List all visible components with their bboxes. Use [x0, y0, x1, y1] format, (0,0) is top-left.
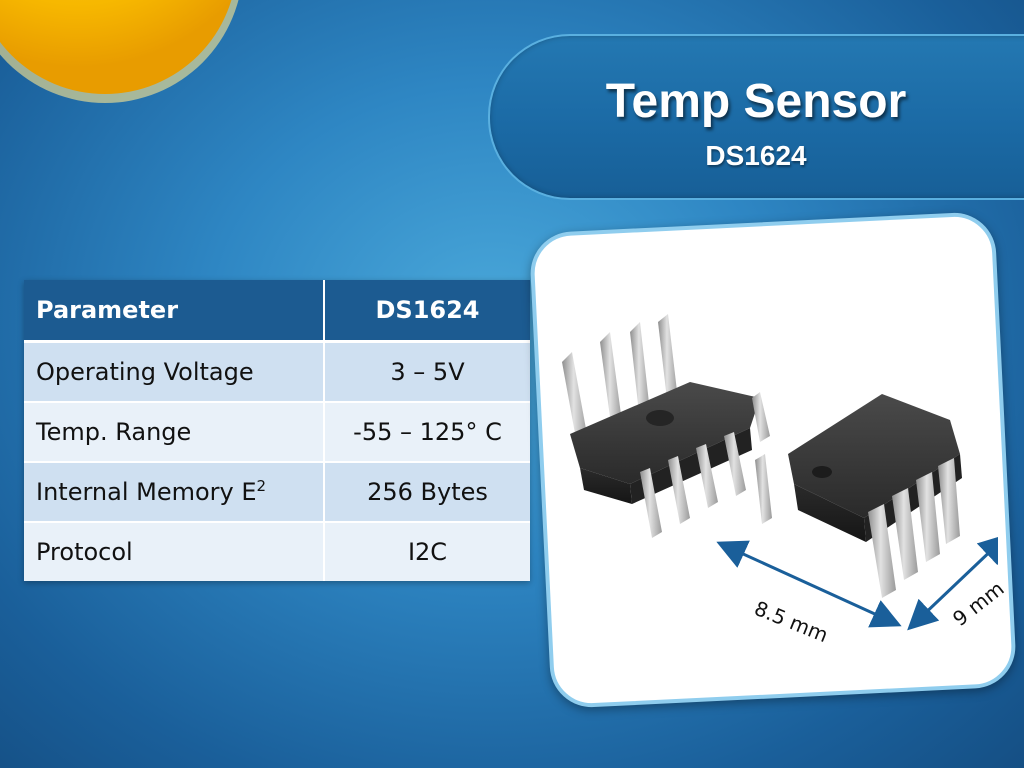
param-cell: Internal Memory E2	[24, 461, 324, 522]
value-cell: 3 – 5V	[323, 340, 530, 402]
slide-subtitle: DS1624	[705, 140, 807, 171]
ic-chip-photo	[562, 314, 998, 631]
table-row: Temp. Range -55 – 125° C	[24, 401, 530, 462]
table-row: Internal Memory E2 256 Bytes	[24, 461, 530, 522]
dimension-arrow-length	[716, 540, 902, 628]
param-cell: Temp. Range	[24, 401, 324, 462]
table-row: Operating Voltage 3 – 5V	[24, 340, 530, 402]
value-cell: I2C	[323, 521, 530, 581]
param-cell: Protocol	[24, 521, 324, 581]
value-cell: 256 Bytes	[323, 461, 530, 522]
chip-left	[562, 314, 770, 538]
spec-table: Parameter DS1624 Operating Voltage 3 – 5…	[24, 280, 530, 581]
value-cell: -55 – 125° C	[323, 401, 530, 462]
title-banner	[488, 34, 1024, 200]
chip-right	[755, 394, 962, 598]
sun-decoration	[0, 0, 239, 103]
slide-title: Temp Sensor	[605, 75, 907, 128]
header-parameter: Parameter	[24, 280, 324, 343]
table-row: Protocol I2C	[24, 521, 530, 581]
table-header-row: Parameter DS1624	[24, 280, 530, 343]
dimension-arrow-width	[907, 533, 998, 631]
param-text: Internal Memory E	[36, 478, 257, 506]
param-cell: Operating Voltage	[24, 340, 324, 402]
superscript: 2	[256, 477, 267, 495]
header-ds1624: DS1624	[323, 280, 530, 343]
